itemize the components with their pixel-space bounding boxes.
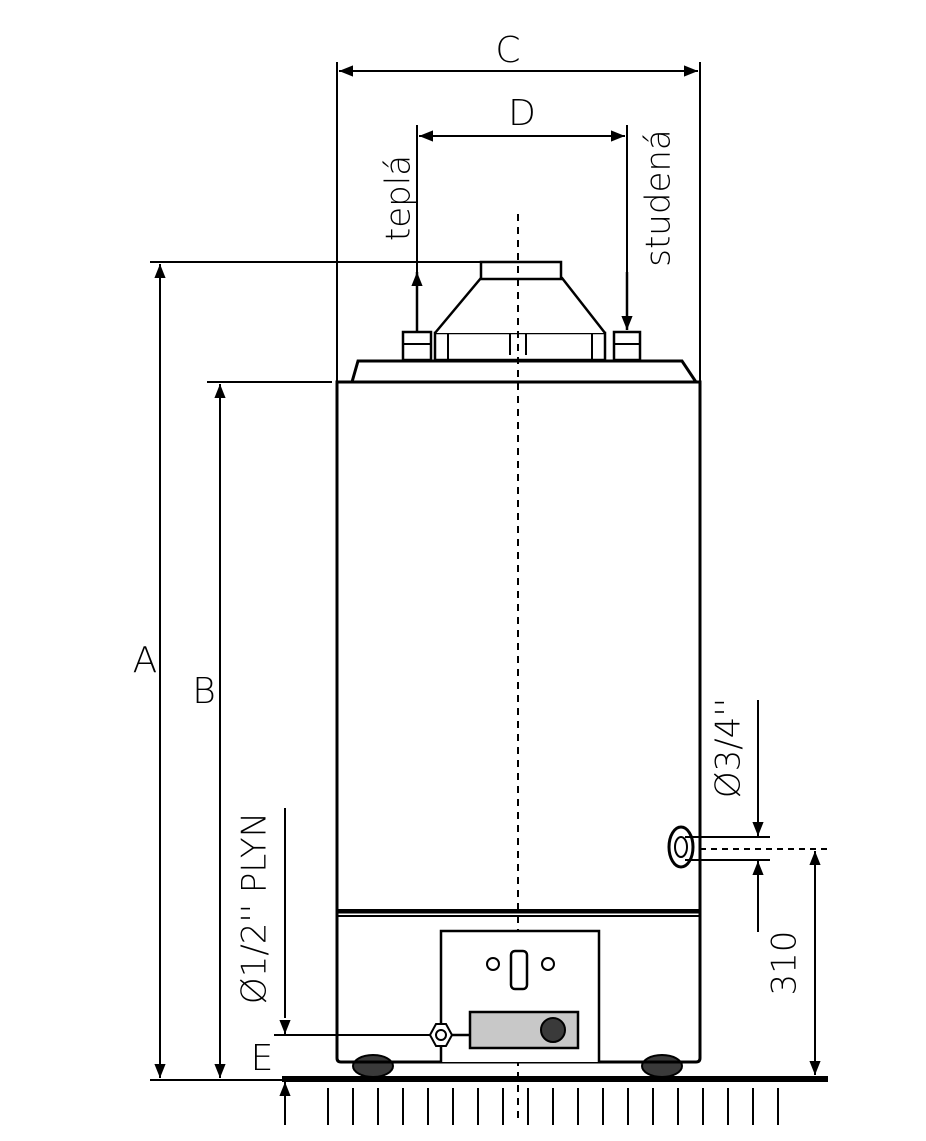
label-cold-water: studená (639, 129, 679, 266)
label-outlet-diameter: Ø3/4'' (709, 698, 749, 798)
left-foot (352, 1054, 394, 1078)
outlet-bore (674, 836, 688, 858)
right-indicator (541, 957, 555, 971)
dimensions (150, 62, 832, 1125)
lid (350, 359, 699, 384)
right-foot (641, 1054, 683, 1078)
burner-panel (428, 929, 601, 1062)
control-knob (509, 949, 529, 991)
hot-water-fitting (401, 330, 433, 362)
label-a: A (133, 640, 158, 681)
top-cover (350, 260, 699, 384)
label-e: E (251, 1038, 274, 1079)
label-d: D (508, 93, 536, 134)
floor-hatching (327, 1088, 779, 1125)
flue-hood (434, 276, 606, 334)
floor (282, 1076, 828, 1125)
gas-control-dial (540, 1017, 566, 1043)
label-b: B (192, 671, 216, 712)
label-c: C (495, 30, 520, 71)
cold-water-fitting (612, 330, 642, 362)
label-height-310: 310 (765, 931, 805, 996)
flue-collar (433, 331, 607, 362)
left-indicator (486, 957, 500, 971)
label-hot-water: teplá (379, 155, 419, 241)
label-gas-inlet: Ø1/2'' PLYN (235, 812, 275, 1004)
side-outlet (667, 825, 695, 869)
valve-icon (428, 1023, 454, 1047)
flue-outlet (479, 260, 563, 281)
